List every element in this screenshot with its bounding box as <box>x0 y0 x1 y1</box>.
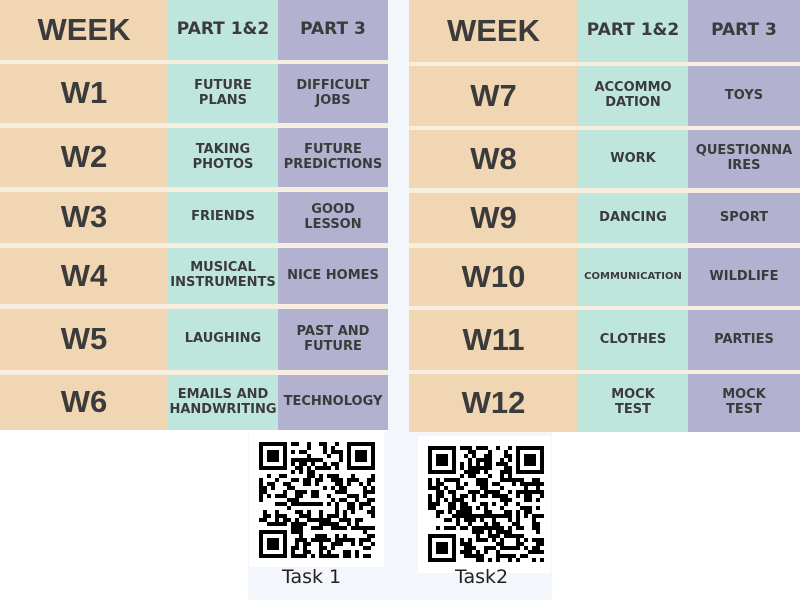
part3-topic: PARTIES <box>688 310 800 370</box>
part12-topic: WORK <box>578 130 688 188</box>
week-cell: W3 <box>0 192 168 243</box>
week-cell: W2 <box>0 128 168 187</box>
row-divider <box>409 62 800 66</box>
part12-topic: CLOTHES <box>578 310 688 370</box>
part12-topic: FRIENDS <box>168 192 278 243</box>
part12-topic: EMAILS AND HANDWRITING <box>168 375 278 430</box>
part3-topic: PAST AND FUTURE <box>278 309 388 370</box>
part3-topic: FUTURE PREDICTIONS <box>278 128 388 187</box>
week-cell: W10 <box>409 248 578 306</box>
qr-code-task-1[interactable] <box>249 432 384 567</box>
part3-topic: WILDLIFE <box>688 248 800 306</box>
part12-topic: FUTURE PLANS <box>168 64 278 123</box>
qr-pattern <box>259 442 375 558</box>
qr-pattern <box>428 446 544 562</box>
week-cell: W12 <box>409 374 578 432</box>
week-cell: W7 <box>409 66 578 126</box>
part3-topic: DIFFICULT JOBS <box>278 64 388 123</box>
week-cell: W5 <box>0 309 168 370</box>
part3-topic: TECHNOLOGY <box>278 375 388 430</box>
part12-topic: ACCOMMO DATION <box>578 66 688 126</box>
row-divider <box>0 60 388 64</box>
header-part12: PART 1&2 <box>578 0 688 62</box>
row-divider <box>409 188 800 193</box>
part12-topic: DANCING <box>578 193 688 243</box>
table-gap <box>388 0 409 432</box>
qr-label-task-2: Task2 <box>455 566 509 588</box>
row-divider <box>409 126 800 130</box>
part3-topic: TOYS <box>688 66 800 126</box>
part12-topic: COMMUNICATION <box>578 248 688 306</box>
header-part3: PART 3 <box>278 0 388 60</box>
week-cell: W8 <box>409 130 578 188</box>
qr-code-task-2[interactable] <box>418 436 551 573</box>
part3-topic: SPORT <box>688 193 800 243</box>
week-cell: W9 <box>409 193 578 243</box>
row-divider <box>0 123 388 128</box>
header-part3: PART 3 <box>688 0 800 62</box>
week-cell: W11 <box>409 310 578 370</box>
row-divider <box>409 306 800 310</box>
week-cell: W4 <box>0 248 168 304</box>
part12-topic: MOCK TEST <box>578 374 688 432</box>
row-divider <box>0 187 388 192</box>
header-week: WEEK <box>409 0 578 62</box>
part3-topic: GOOD LESSON <box>278 192 388 243</box>
week-cell: W6 <box>0 375 168 430</box>
part12-topic: LAUGHING <box>168 309 278 370</box>
week-cell: W1 <box>0 64 168 123</box>
header-week: WEEK <box>0 0 168 60</box>
header-part12: PART 1&2 <box>168 0 278 60</box>
part3-topic: MOCK TEST <box>688 374 800 432</box>
part12-topic: TAKING PHOTOS <box>168 128 278 187</box>
part12-topic: MUSICAL INSTRUMENTS <box>168 248 278 304</box>
row-divider <box>0 243 388 248</box>
row-divider <box>0 304 388 309</box>
part3-topic: QUESTIONNA IRES <box>688 130 800 188</box>
row-divider <box>0 370 388 375</box>
part3-topic: NICE HOMES <box>278 248 388 304</box>
row-divider <box>409 243 800 248</box>
row-divider <box>409 370 800 374</box>
qr-label-task-1: Task 1 <box>282 566 342 588</box>
